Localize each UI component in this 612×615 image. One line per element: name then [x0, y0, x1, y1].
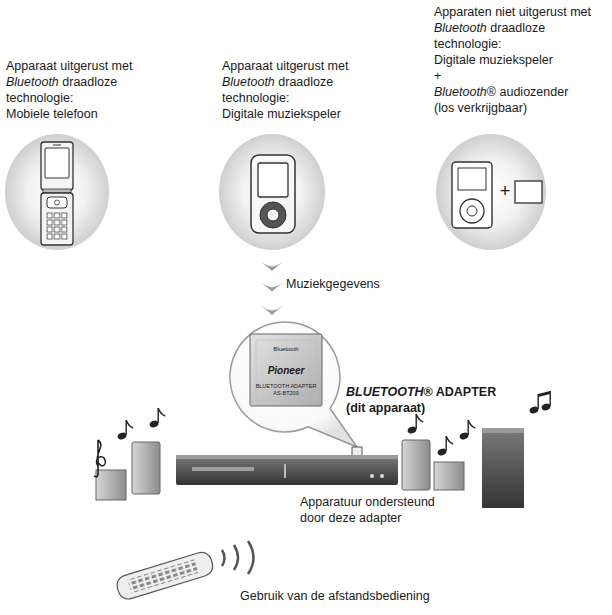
music-notes — [459, 420, 476, 441]
bluetooth-adapter — [250, 334, 322, 406]
mobile-phone — [53, 145, 61, 146]
music-notes — [407, 414, 424, 435]
music-notes — [529, 391, 552, 415]
oval-fill — [436, 134, 546, 250]
mobile-phone — [47, 197, 67, 208]
edge-label-holder: Muziekgegevens — [286, 276, 380, 292]
music-notes — [149, 408, 166, 429]
caption-text-holder: Apparatuur ondersteund door deze adapter — [300, 494, 450, 526]
remote-control — [114, 541, 253, 601]
digital-music-player — [251, 155, 295, 233]
remote-control — [234, 545, 238, 570]
digital-music-player — [258, 163, 288, 197]
device-heading: Apparaat uitgerust met Bluetooth draadlo… — [222, 58, 362, 122]
device-heading: Apparaat uitgerust met Bluetooth draadlo… — [6, 58, 154, 122]
caption-text: Gebruik van de afstandsbediening — [240, 588, 480, 604]
home-theater-receiver — [192, 467, 254, 471]
caption-text-holder: Gebruik van de afstandsbediening — [240, 588, 480, 604]
oval-fill — [5, 134, 109, 250]
device-heading: Apparaten niet uitgerust met Bluetooth d… — [434, 4, 608, 116]
model-number: AS-BT200 — [250, 390, 322, 397]
home-theater-receiver — [284, 464, 286, 478]
speaker — [402, 440, 430, 490]
mobile-phone — [46, 212, 68, 240]
brand-name: Pioneer — [250, 365, 322, 377]
remote-control — [114, 550, 215, 602]
speaker — [482, 428, 524, 508]
remote-control — [127, 559, 198, 593]
mobile-phone — [55, 200, 60, 205]
music-player-with-transmitter — [467, 206, 477, 216]
flow-label: Muziekgegevens — [286, 276, 380, 292]
home-theater-receiver — [176, 455, 398, 485]
remote-control — [222, 550, 225, 566]
oval-fill — [219, 134, 325, 250]
model-text: BLUETOOTH ADAPTER — [250, 383, 322, 390]
mobile-phone — [41, 142, 73, 245]
speaker — [434, 462, 464, 490]
home-theater-receiver — [380, 474, 384, 478]
mobile-phone — [45, 148, 69, 178]
brand-name-holder: Pioneer — [250, 365, 322, 377]
bubble-outline — [230, 322, 357, 447]
plus-sign: + — [497, 181, 513, 201]
model-number-holder: AS-BT200 — [250, 390, 322, 397]
adapter-heading: BLUETOOTH® ADAPTER (dit apparaat) — [346, 384, 508, 416]
mobile-phone — [41, 142, 73, 190]
caption-text: Apparatuur ondersteund door deze adapter — [300, 494, 450, 526]
music-notes — [117, 420, 134, 441]
music-player-with-transmitter — [515, 181, 542, 203]
music-player-with-transmitter — [458, 168, 486, 190]
home-theater-receiver — [370, 474, 374, 478]
mobile-phone — [41, 193, 73, 245]
model-text-holder: BLUETOOTH ADAPTER — [250, 383, 322, 390]
remote-control — [248, 541, 254, 574]
data-flow-arrow — [272, 252, 273, 315]
music-player-with-transmitter — [452, 162, 492, 228]
plus-sign-holder: + — [497, 181, 513, 201]
device-oval: Apparaat uitgerust met Bluetooth draadlo… — [212, 58, 362, 250]
remote-control — [114, 550, 215, 602]
speaker — [96, 470, 126, 500]
music-notes — [94, 440, 105, 477]
digital-music-player — [260, 202, 286, 228]
speaker — [482, 428, 524, 433]
device-oval: Apparaten niet uitgerust met Bluetooth d… — [430, 4, 608, 250]
speaker — [132, 442, 160, 494]
device-oval: Apparaat uitgerust met Bluetooth draadlo… — [4, 58, 154, 250]
digital-music-player — [251, 155, 295, 233]
logo-text: Bluetooth — [250, 346, 322, 353]
home-theater-receiver — [176, 455, 398, 485]
music-notes — [437, 436, 454, 457]
music-player-with-transmitter — [460, 199, 484, 223]
digital-music-player — [267, 209, 279, 221]
logo-text-holder: Bluetooth — [250, 346, 322, 353]
home-theater-receiver — [176, 455, 398, 459]
